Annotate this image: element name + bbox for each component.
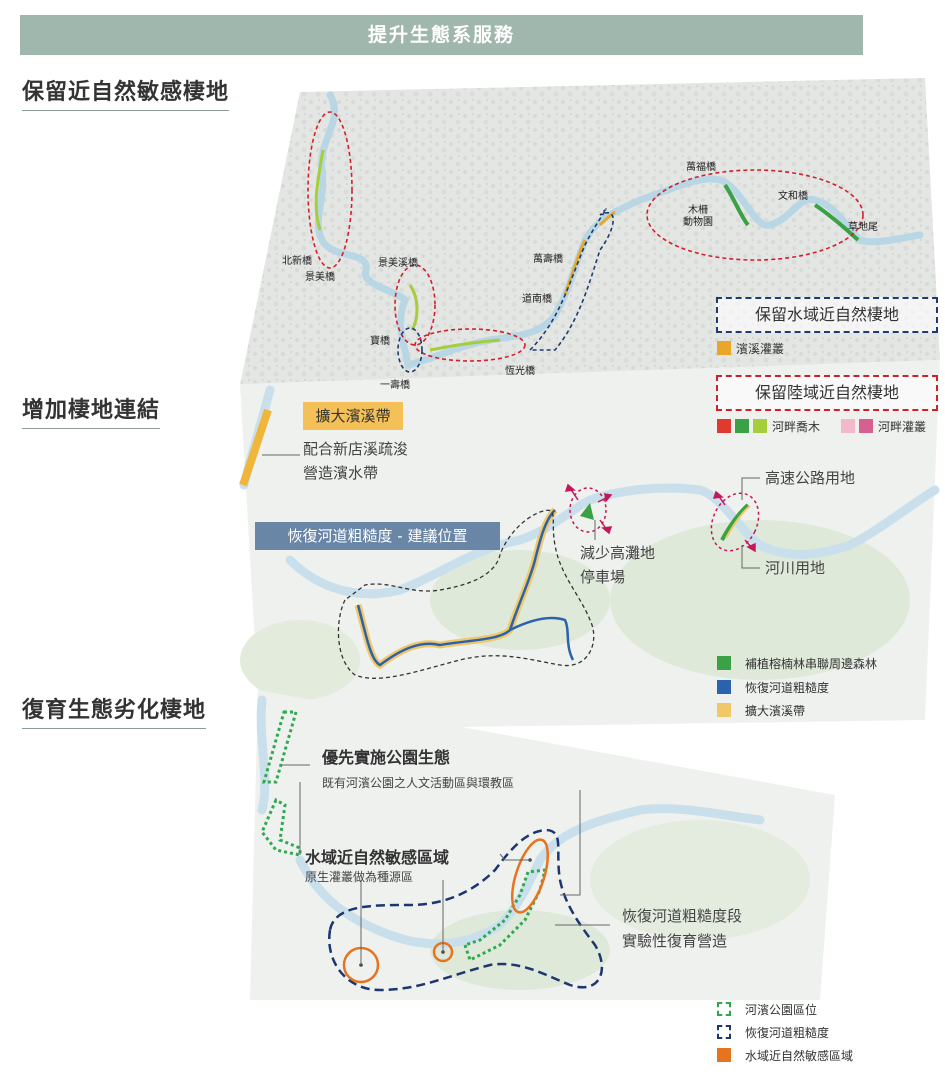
bridge-label: 寶橋 bbox=[370, 336, 390, 347]
text-park-desc: 既有河濱公園之人文活動區與環教區 bbox=[322, 776, 515, 790]
map2-channel-blue bbox=[509, 616, 575, 661]
legend-label: 河畔喬木 bbox=[772, 420, 821, 434]
legend-swatch-park bbox=[717, 1002, 731, 1016]
map2-forest-patch bbox=[580, 503, 594, 520]
map1-green-strip bbox=[429, 338, 501, 352]
tag-restore-roughness: 恢復河道粗糙度 - 建議位置 bbox=[255, 522, 500, 550]
map1-green-strip bbox=[314, 149, 325, 231]
map2-leader bbox=[741, 477, 760, 500]
legend-swatch-forest bbox=[717, 656, 731, 670]
bridge-label: 一壽橋 bbox=[380, 380, 410, 391]
legend-label: 恢復河道粗糙度 bbox=[745, 1026, 830, 1040]
bridge-label: 景美橋 bbox=[305, 272, 335, 283]
bridge-label: 北新橋 bbox=[282, 256, 312, 267]
map1-green-strip bbox=[723, 183, 750, 227]
legend-swatch-sensitive bbox=[717, 1048, 731, 1062]
text-reduce-parking-1: 減少高灘地 bbox=[580, 544, 656, 562]
map2-parking-zone bbox=[569, 487, 607, 533]
map3-leader bbox=[499, 853, 530, 861]
legend-swatch-water-shrub bbox=[717, 341, 731, 355]
map1-land-zone bbox=[394, 264, 436, 346]
text-waterfront: 營造濱水帶 bbox=[303, 464, 379, 482]
legend-swatch-shrub-pink bbox=[841, 419, 855, 433]
legend-swatch-roughness bbox=[717, 680, 731, 694]
map2-channel-blue bbox=[356, 509, 556, 667]
map1-land-zone bbox=[307, 111, 353, 269]
legend-swatch-tree-green bbox=[735, 419, 749, 433]
map2-arrows bbox=[564, 483, 756, 553]
legend-label: 擴大濱溪帶 bbox=[745, 704, 806, 718]
map2-leader bbox=[741, 545, 760, 569]
map1-land-zone bbox=[414, 328, 526, 362]
map1-green-strip bbox=[408, 284, 419, 331]
text-highway-land: 高速公路用地 bbox=[765, 469, 856, 487]
map2-forest-patch bbox=[720, 503, 750, 541]
legend-label: 河濱公園區位 bbox=[745, 1003, 818, 1017]
map2-proposal-outline bbox=[337, 509, 595, 679]
map2-yellow-patch bbox=[725, 505, 751, 539]
map1-water-zone bbox=[528, 208, 614, 351]
map1-orange-strip bbox=[598, 210, 616, 227]
section-title-connect: 增加棲地連結 bbox=[22, 392, 161, 429]
text-restore-2: 實驗性復育營造 bbox=[622, 932, 728, 950]
legend-label: 濱溪灌叢 bbox=[736, 342, 785, 356]
map3-green-patch bbox=[430, 910, 610, 990]
section-title-preserve: 保留近自然敏感棲地 bbox=[22, 74, 230, 111]
text-sensitive-title: 水域近自然敏感區域 bbox=[305, 848, 450, 867]
legend-swatch-tree-red bbox=[717, 419, 731, 433]
map1-green-strip bbox=[813, 203, 860, 242]
text-restore-1: 恢復河道粗糙度段 bbox=[622, 907, 743, 925]
legend-swatch-tree-lime bbox=[753, 419, 767, 433]
section-title-restore: 復育生態劣化棲地 bbox=[22, 692, 207, 729]
map3-park-zone bbox=[262, 710, 298, 784]
map1-land-zone bbox=[646, 169, 864, 261]
map3-green-patch bbox=[590, 820, 810, 940]
map3-leader bbox=[560, 790, 581, 896]
map2-green-patch bbox=[610, 520, 910, 680]
tag-expand-riparian: 擴大濱溪帶 bbox=[303, 402, 403, 430]
legend-label: 恢復河道粗糙度 bbox=[745, 681, 830, 695]
legend-water-habitat: 保留水域近自然棲地 bbox=[716, 297, 938, 333]
text-river-land: 河川用地 bbox=[765, 559, 826, 577]
legend-swatch-riparian bbox=[717, 703, 731, 717]
place-label: 草地尾 bbox=[848, 222, 878, 233]
map3-river bbox=[256, 695, 765, 949]
bridge-label: 文和橋 bbox=[778, 191, 808, 202]
legend-swatch-rough-zone bbox=[717, 1025, 731, 1039]
legend-label: 補植榕楠林串聯周邊森林 bbox=[745, 657, 878, 671]
text-dredging: 配合新店溪疏浚 bbox=[303, 440, 409, 458]
bridge-label: 恆光橋 bbox=[505, 366, 535, 377]
map1-water-zone bbox=[397, 327, 423, 373]
legend-label: 河畔灌叢 bbox=[878, 420, 927, 434]
map2-yellow-band bbox=[239, 408, 272, 487]
zoo-label: 木柵 動物園 bbox=[683, 205, 713, 228]
bridge-label: 萬壽橋 bbox=[533, 254, 563, 265]
bridge-label: 道南橋 bbox=[522, 294, 552, 305]
text-reduce-parking-2: 停車場 bbox=[580, 568, 626, 586]
bridge-label: 萬福橋 bbox=[686, 162, 716, 173]
legend-label: 水域近自然敏感區域 bbox=[745, 1049, 854, 1063]
text-sensitive-desc: 原生灌叢做為種源區 bbox=[305, 870, 414, 884]
bridge-label: 景美溪橋 bbox=[378, 258, 418, 269]
map3-sensitive-area bbox=[510, 838, 550, 914]
legend-swatch-shrub-rose bbox=[859, 419, 873, 433]
text-park-priority: 優先實施公園生態 bbox=[322, 748, 451, 767]
map2-green-patch bbox=[240, 620, 360, 700]
map2-highway-zone bbox=[710, 492, 760, 552]
page-banner: 提升生態系服務 bbox=[20, 15, 863, 55]
legend-land-habitat: 保留陸域近自然棲地 bbox=[716, 375, 938, 411]
